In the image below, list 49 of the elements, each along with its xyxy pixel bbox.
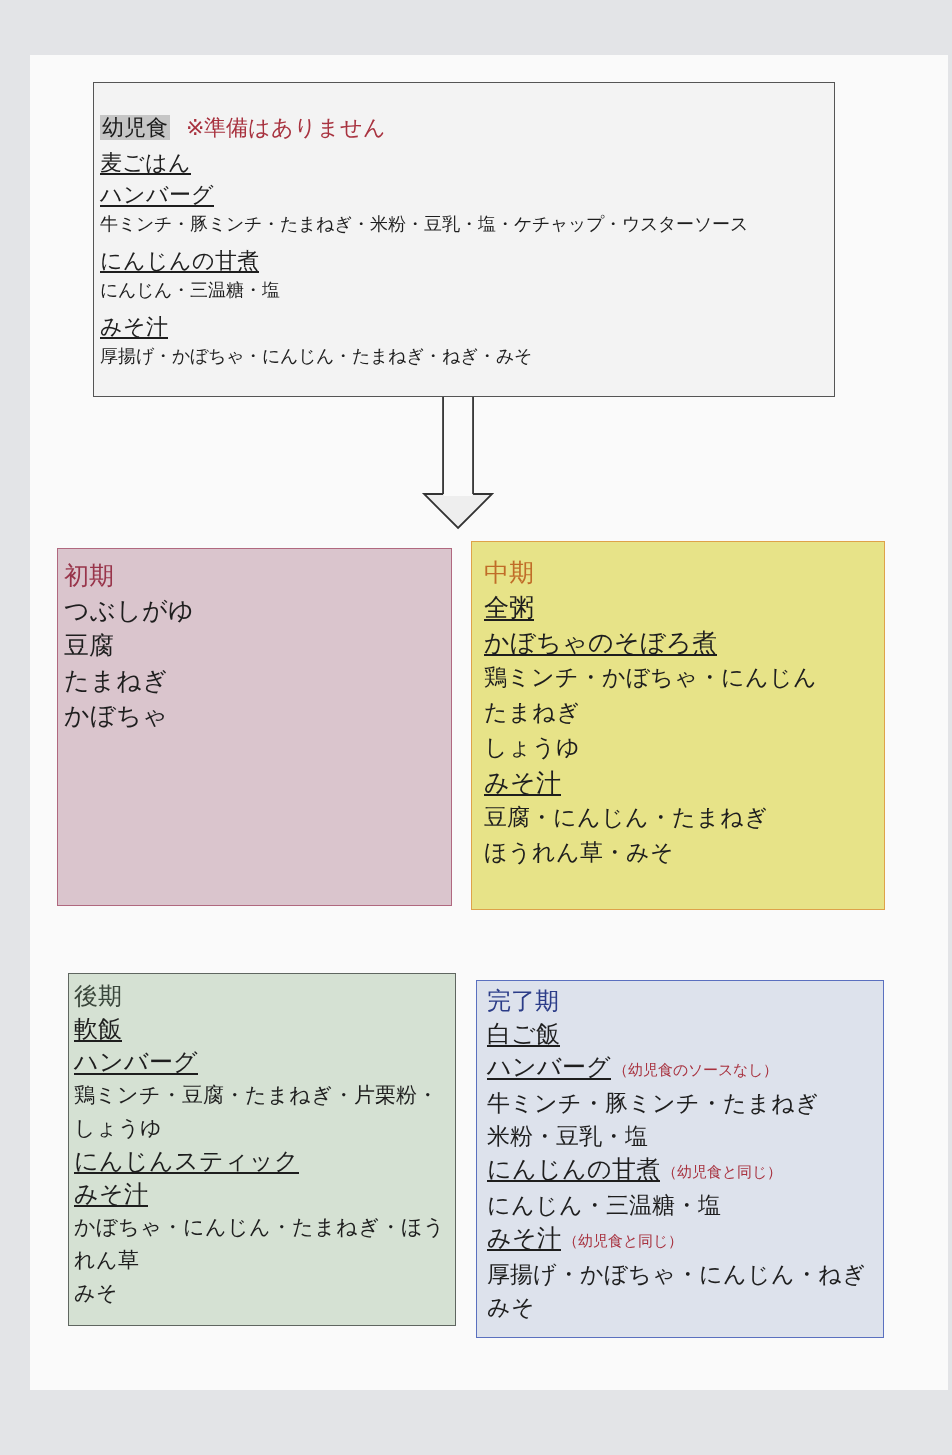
section-heading: 中期 xyxy=(484,557,534,589)
dish-name: みそ汁 xyxy=(74,1179,148,1210)
ingredient-list: 厚揚げ・かぼちゃ・にんじん・ねぎ xyxy=(487,1258,866,1291)
ingredient-list: 米粉・豆乳・塩 xyxy=(487,1120,648,1153)
note-text: ※準備はありません xyxy=(186,115,387,140)
dish-name: にんじんの甘煮 xyxy=(487,1155,660,1183)
dish-name: にんじんスティック xyxy=(74,1146,299,1177)
food-item: つぶしがゆ xyxy=(64,595,194,627)
dish-name: ハンバーグ xyxy=(487,1053,611,1081)
section-heading: 初期 xyxy=(64,560,114,592)
dish-name: 全粥 xyxy=(484,592,534,624)
dish-name: 軟飯 xyxy=(74,1014,122,1045)
ingredient-list: ほうれん草・みそ xyxy=(484,835,674,870)
dish-name: かぼちゃのそぼろ煮 xyxy=(484,627,717,659)
dish-name: ハンバーグ xyxy=(100,181,214,209)
ingredient-list: かぼちゃ・にんじん・たまねぎ・ほうれん草 xyxy=(74,1211,455,1277)
dish-name: にんじんの甘煮 xyxy=(100,247,259,275)
dish-name: みそ汁 xyxy=(484,767,561,799)
stage-box xyxy=(57,548,452,906)
dish-name: みそ汁 xyxy=(100,313,168,341)
stage-box xyxy=(68,973,456,1326)
ingredient-list: 厚揚げ・かぼちゃ・にんじん・たまねぎ・ねぎ・みそ xyxy=(100,343,532,369)
stage-box xyxy=(476,980,884,1338)
ingredient-list: 牛ミンチ・豚ミンチ・たまねぎ xyxy=(487,1087,819,1120)
ingredient-list: にんじん・三温糖・塩 xyxy=(487,1189,721,1222)
ingredient-list: にんじん・三温糖・塩 xyxy=(100,277,280,303)
food-item: かぼちゃ xyxy=(64,700,168,732)
section-heading: 幼児食 xyxy=(100,115,170,140)
stage-box xyxy=(471,541,885,910)
food-item: 豆腐 xyxy=(64,630,114,662)
dish-name: 麦ごはん xyxy=(100,149,191,177)
note-text: （幼児食と同じ） xyxy=(662,1163,782,1181)
ingredient-list: 牛ミンチ・豚ミンチ・たまねぎ・米粉・豆乳・塩・ケチャップ・ウスターソース xyxy=(100,211,748,237)
note-text: （幼児食のソースなし） xyxy=(613,1061,778,1079)
ingredient-list: しょうゆ xyxy=(484,730,580,765)
menu-box xyxy=(93,82,835,397)
ingredient-list: 豆腐・にんじん・たまねぎ xyxy=(484,800,768,835)
ingredient-list: 鶏ミンチ・かぼちゃ・にんじん xyxy=(484,660,817,695)
section-heading: 完了期 xyxy=(487,986,559,1017)
dish-name: 白ご飯 xyxy=(487,1019,560,1050)
ingredient-list: たまねぎ xyxy=(484,695,580,730)
dish-name: ハンバーグ xyxy=(74,1047,198,1078)
food-item: たまねぎ xyxy=(64,665,168,697)
note-text: （幼児食と同じ） xyxy=(563,1232,683,1250)
section-heading: 後期 xyxy=(74,981,122,1012)
ingredient-list: みそ xyxy=(74,1277,118,1310)
ingredient-list: 鶏ミンチ・豆腐・たまねぎ・片栗粉・しょうゆ xyxy=(74,1079,455,1145)
dish-name: みそ汁 xyxy=(487,1224,561,1252)
ingredient-list: みそ xyxy=(487,1291,535,1324)
